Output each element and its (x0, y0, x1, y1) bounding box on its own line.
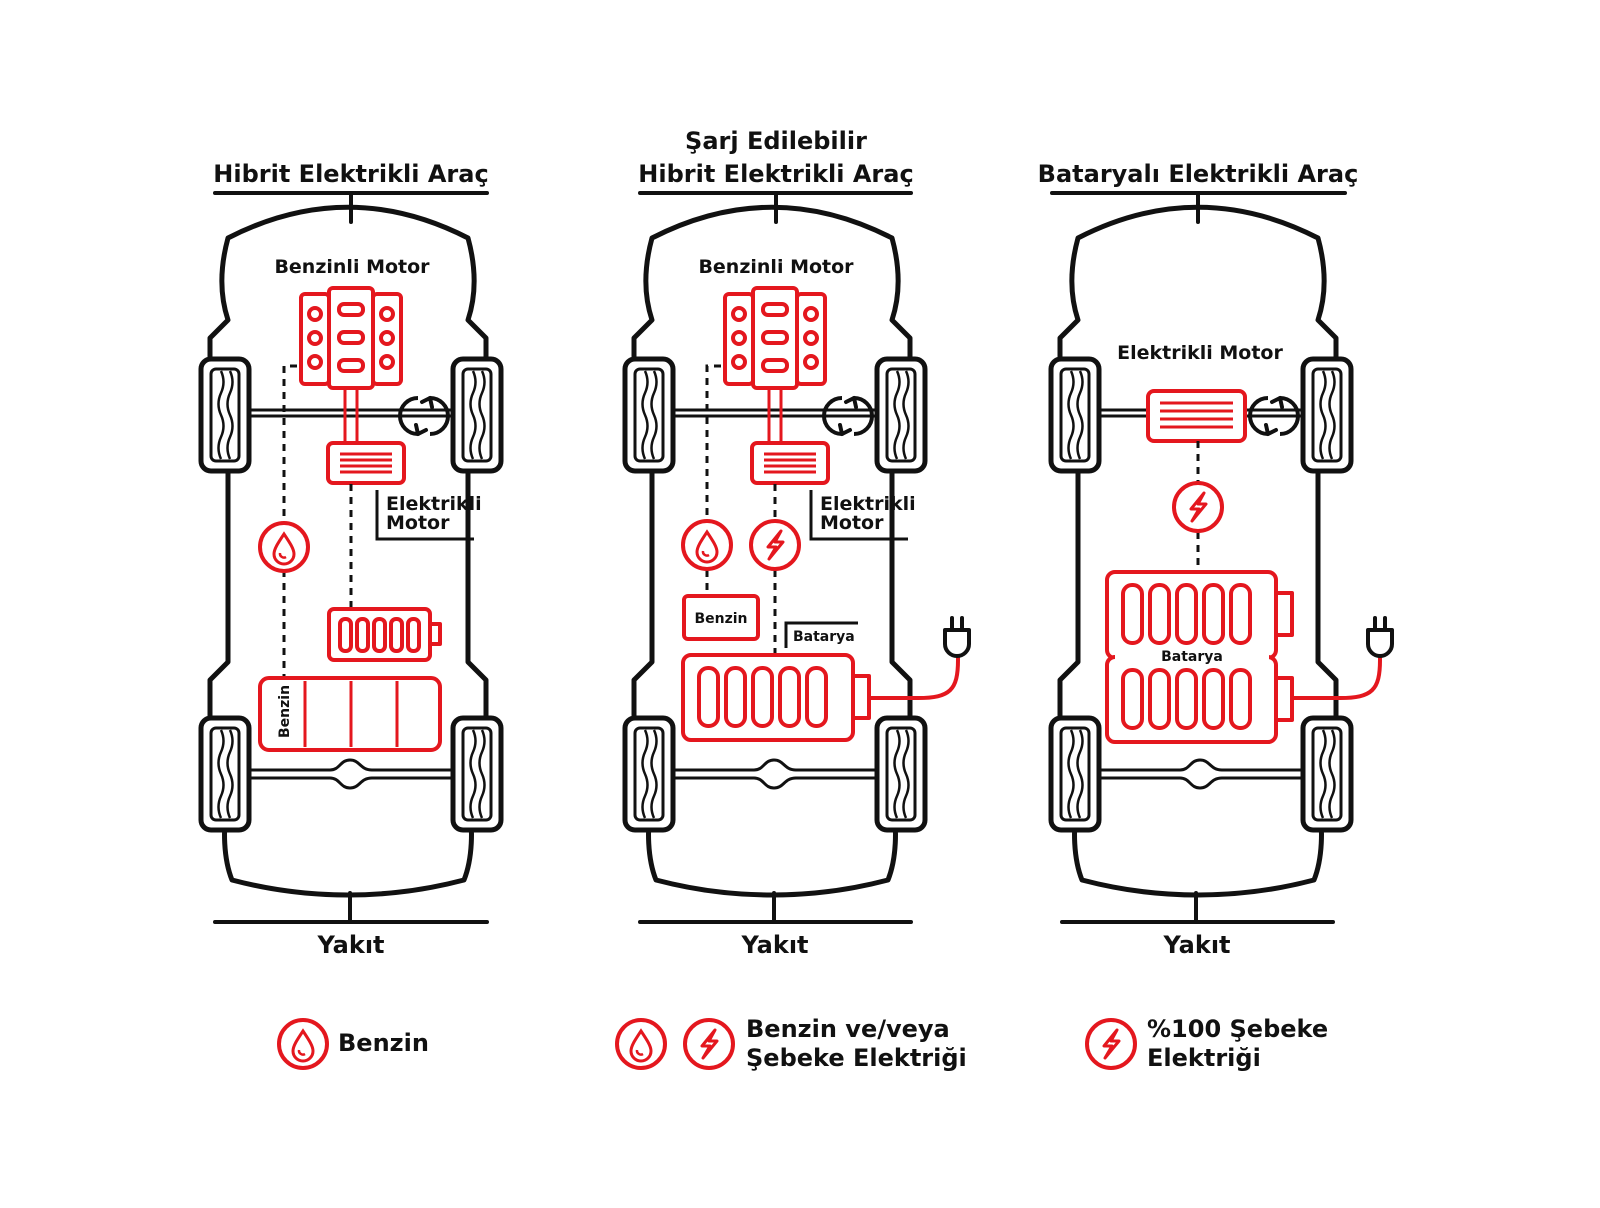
engine-label: Benzinli Motor (698, 256, 854, 278)
legend-text: Benzin (338, 1029, 429, 1057)
battery-label: Batarya (793, 629, 855, 645)
column-title: Hibrit Elektrikli Araç (638, 160, 913, 188)
motor-label: Motor (820, 512, 884, 534)
motor-label: Elektrikli (386, 493, 482, 515)
lightning-icon (1085, 1018, 1137, 1070)
fuel-drop-icon (277, 1018, 329, 1070)
fuel-drop-icon (681, 519, 733, 571)
engine-label: Benzinli Motor (274, 256, 430, 278)
column-title: Şarj Edilebilir (685, 127, 867, 155)
fuel-label: Yakıt (1162, 931, 1230, 959)
wheel-icon (1303, 359, 1351, 471)
wheel-icon (1051, 718, 1099, 830)
wheel-icon (625, 359, 673, 471)
wheel-icon (453, 718, 501, 830)
battery-icon (681, 653, 871, 742)
fuel-tank: Benzin (682, 594, 760, 641)
battery-icon (1105, 570, 1294, 660)
wheel-icon (877, 359, 925, 471)
legend-text: Şebeke Elektriği (746, 1044, 967, 1072)
wheel-icon (877, 718, 925, 830)
motor-label: Elektrikli (820, 493, 916, 515)
wheel-icon (625, 718, 673, 830)
wheel-icon (453, 359, 501, 471)
engine-icon (723, 286, 827, 390)
wheel-icon (1303, 718, 1351, 830)
column-hybrid: Hibrit Elektrikli Araç Benzinli Motor El… (201, 160, 501, 1070)
legend-text: %100 Şebeke (1147, 1015, 1328, 1043)
column-title: Hibrit Elektrikli Araç (213, 160, 488, 188)
electric-motor-icon (1146, 389, 1247, 443)
engine-icon (299, 286, 403, 390)
legend-text: Elektriği (1147, 1044, 1261, 1072)
motor-label: Elektrikli Motor (1117, 342, 1283, 364)
column-title: Bataryalı Elektrikli Araç (1038, 160, 1359, 188)
fuel-drop-icon (615, 1018, 667, 1070)
wheel-icon (201, 359, 249, 471)
column-battery-electric: Bataryalı Elektrikli Araç Elektrikli Mot… (1038, 160, 1394, 1072)
lightning-icon (1172, 481, 1224, 533)
plug-icon (943, 616, 971, 658)
battery-icon (1105, 655, 1294, 744)
battery-icon (327, 607, 442, 662)
tank-label: Benzin (277, 685, 293, 738)
fuel-tank: Benzin (258, 676, 442, 752)
fuel-label: Yakıt (316, 931, 384, 959)
column-plugin-hybrid: Şarj Edilebilir Hibrit Elektrikli Araç B… (615, 127, 971, 1072)
fuel-drop-icon (258, 521, 310, 573)
lightning-icon (749, 519, 801, 571)
legend-text: Benzin ve/veya (746, 1015, 950, 1043)
battery-label: Batarya (1161, 649, 1223, 665)
fuel-label: Yakıt (740, 931, 808, 959)
motor-label: Motor (386, 512, 450, 534)
electric-motor-icon (326, 441, 406, 485)
tank-label: Benzin (694, 611, 747, 627)
lightning-icon (683, 1018, 735, 1070)
wheel-icon (1051, 359, 1099, 471)
electric-motor-icon (750, 441, 830, 485)
wheel-icon (201, 718, 249, 830)
plug-icon (1366, 616, 1394, 658)
